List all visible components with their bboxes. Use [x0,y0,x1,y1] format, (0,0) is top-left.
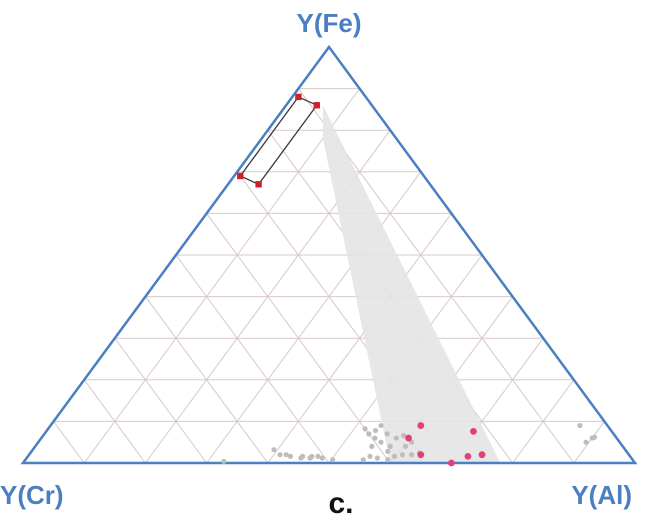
grid-line [53,421,85,464]
grid-line [512,379,575,464]
grid-line [114,337,208,464]
grey-data-point [319,455,325,461]
grey-data-point [300,453,306,459]
pink-data-point [464,452,472,460]
grey-data-point [372,435,378,441]
panel-label: c. [328,487,353,520]
grey-data-point [385,457,391,463]
grey-data-point [399,452,406,458]
triangle-outline [20,44,638,465]
grey-data-point [309,453,315,459]
grey-data-point [367,453,373,459]
grey-data-point [577,422,583,429]
grey-data-point [385,448,391,454]
grey-data-point [592,434,598,440]
grey-data-point [374,455,380,461]
composition-box-corner [255,181,262,188]
composition-box-outline [239,96,318,186]
grey-data-point [221,458,227,464]
pink-data-point [417,422,425,429]
vertex-label-al: Y(Al) [571,480,632,510]
grey-data-point [271,447,277,453]
composition-box [237,93,320,188]
grey-data-point [384,431,390,437]
grey-data-point [360,457,366,463]
pink-data-point [470,427,477,435]
grey-data-point [387,443,393,449]
grey-data-point [401,432,407,439]
composition-box-corner [313,102,320,109]
composition-box-corner [237,172,244,180]
vertex-label-cr: Y(Cr) [0,480,64,510]
grey-data-point [366,431,372,437]
grey-data-point [362,426,368,432]
grey-data-point [330,457,336,463]
grey-data-point [283,452,289,458]
grid-line [83,379,146,464]
grey-data-point [402,443,409,449]
grid-line [175,254,330,464]
grid-line [573,421,605,464]
grid-line [144,296,269,464]
grey-data-point [369,443,375,449]
grey-data-point [393,435,399,441]
compositional-band [322,105,501,463]
grid-line [83,88,361,464]
pink-data-point [405,434,412,442]
grey-data-point [372,427,379,434]
grey-data-point [287,453,294,459]
grey-data-point [409,452,415,458]
grey-data-point [583,439,589,445]
grey-data-point [315,453,321,459]
vertex-label-fe: Y(Fe) [297,8,362,38]
grey-data-point [378,422,384,429]
grey-data-point [378,439,384,445]
grid-line [206,171,422,464]
data-points [221,422,598,467]
grey-data-point [277,452,283,458]
composition-box-corner [295,93,302,101]
pink-data-point [448,459,455,467]
grey-data-point [391,453,398,459]
pink-data-point [478,451,486,459]
pink-data-point [417,451,425,459]
